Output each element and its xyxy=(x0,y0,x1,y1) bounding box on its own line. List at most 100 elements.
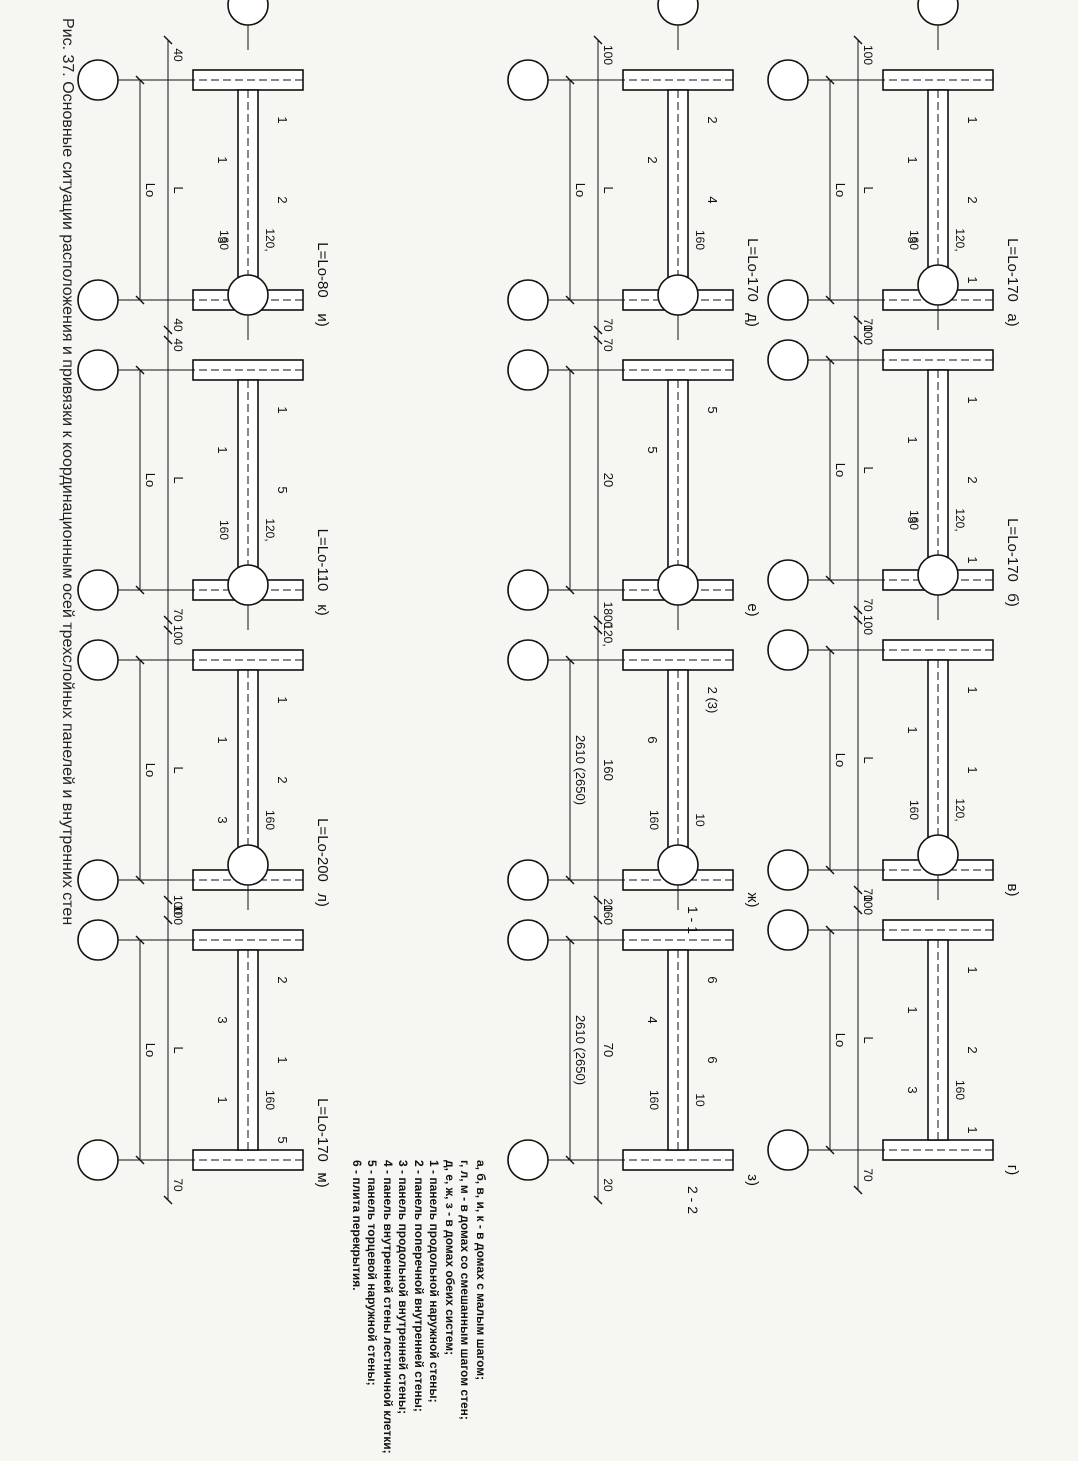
dimension-label: 120, xyxy=(953,228,967,251)
dimension-tick xyxy=(565,75,575,85)
position-mark: 6 xyxy=(705,1056,720,1063)
dimension-tick xyxy=(825,75,835,85)
dimension-tick xyxy=(135,365,145,375)
panel-letter: з) xyxy=(744,1174,761,1186)
dimension-tick xyxy=(135,295,145,305)
dimension-tick xyxy=(825,925,835,935)
panel-letter: б) xyxy=(1004,593,1021,607)
axis-bubble xyxy=(77,569,119,611)
dimension-label: L xyxy=(861,756,876,763)
dimension-label: 100 xyxy=(171,625,185,645)
axis-bubble xyxy=(767,909,809,951)
position-mark: 5 xyxy=(275,486,290,493)
dimension-label: 20 xyxy=(601,1178,615,1192)
dimension-tick xyxy=(135,75,145,85)
axis-bubble xyxy=(917,834,959,876)
dimension-label: Lo xyxy=(143,1043,158,1057)
dimension-tick xyxy=(853,35,863,45)
dimension-tick xyxy=(825,645,835,655)
position-mark: 2 xyxy=(275,776,290,783)
dimension-label: 40 xyxy=(171,338,185,352)
axis-bubble xyxy=(507,279,549,321)
axis-bubble xyxy=(77,639,119,681)
dimension-tick xyxy=(565,935,575,945)
position-mark: 1 xyxy=(275,406,290,413)
dimension-label: 120, xyxy=(601,623,615,646)
axis-bubble xyxy=(77,919,119,961)
dimension-tick xyxy=(853,885,863,895)
dimension-tick xyxy=(163,35,173,45)
position-mark: 1 xyxy=(215,446,230,453)
axis-bubble xyxy=(657,274,699,316)
position-mark: 1 xyxy=(905,436,920,443)
dimension-label: 1800 xyxy=(601,602,615,629)
figure-caption: Рис. 37. Основные ситуации расположения … xyxy=(59,18,76,926)
position-mark: 3 xyxy=(905,516,920,523)
position-mark: 4 xyxy=(645,1016,660,1023)
dimension-label: L xyxy=(171,186,186,193)
panel-letter: м) xyxy=(314,1172,331,1187)
axis-bubble xyxy=(507,59,549,101)
dimension-label: 160 xyxy=(601,759,616,781)
dimension-label: 100 xyxy=(601,45,615,65)
position-mark: 1 xyxy=(965,1126,980,1133)
axis-bubble xyxy=(767,279,809,321)
dimension-tick xyxy=(565,295,575,305)
dimension-tick xyxy=(135,935,145,945)
dimension-tick xyxy=(135,655,145,665)
legend-item: 3 - панель продольной внутренней стены; xyxy=(396,1160,411,1415)
position-mark: 1 xyxy=(275,696,290,703)
dimension-label: 10 xyxy=(693,813,707,827)
dimension-label: 70 xyxy=(861,1168,875,1182)
dimension-tick xyxy=(825,575,835,585)
panel-formula: L=Lo-200 xyxy=(314,818,331,882)
dimension-label: 160 xyxy=(217,520,231,540)
position-mark: 1 xyxy=(275,116,290,123)
position-mark: 1 xyxy=(905,726,920,733)
position-mark: 1 xyxy=(215,736,230,743)
dimension-tick xyxy=(163,325,173,335)
dimension-label: 120, xyxy=(953,798,967,821)
position-mark: 1 xyxy=(965,966,980,973)
dimension-label: 40 xyxy=(171,48,185,62)
position-mark: 1 xyxy=(215,1096,230,1103)
dimension-tick xyxy=(565,365,575,375)
axis-bubble xyxy=(227,844,269,886)
dimension-tick xyxy=(135,1155,145,1165)
position-mark: 1 xyxy=(965,396,980,403)
legend-item: а, б, в, и, к - в домах с малым шагом; xyxy=(474,1160,488,1381)
panel-letter: е) xyxy=(744,603,761,616)
dimension-tick xyxy=(825,1145,835,1155)
dimension-tick xyxy=(593,895,603,905)
panel-formula: L=Lo-170 xyxy=(314,1098,331,1162)
axis-bubble xyxy=(767,1129,809,1171)
legend-item: 2 - панель поперечной внутренней стены; xyxy=(412,1160,426,1412)
axis-bubble xyxy=(767,849,809,891)
legend-item: 1 - панель продольной наружной стены; xyxy=(427,1160,442,1403)
axis-bubble xyxy=(507,639,549,681)
position-mark: 1 xyxy=(965,766,980,773)
panel-formula: L=Lo-170 xyxy=(1004,518,1021,582)
position-mark: 1 xyxy=(275,1056,290,1063)
dimension-label: Lo xyxy=(143,183,158,197)
axis-bubble xyxy=(767,559,809,601)
axis-bubble xyxy=(767,339,809,381)
dimension-tick xyxy=(163,895,173,905)
panel-letter: ж) xyxy=(744,892,761,907)
dimension-label: 70 xyxy=(601,1043,616,1057)
dimension-label: 120, xyxy=(953,508,967,531)
dimension-label: 120, xyxy=(263,228,277,251)
legend-item: г, л, м - в домах со смешанным шагом сте… xyxy=(458,1160,473,1420)
position-mark: 3 xyxy=(215,816,230,823)
legend-item: 5 - панель торцевой наружной стены; xyxy=(365,1160,380,1386)
position-mark: 2 xyxy=(705,116,720,123)
legend: а, б, в, и, к - в домах с малым шагом; г… xyxy=(349,1160,488,1460)
section-label: 2 - 2 xyxy=(685,1186,701,1214)
dimension-label: Lo xyxy=(833,463,848,477)
position-mark: 2 xyxy=(275,976,290,983)
dimension-label: 100 xyxy=(861,895,875,915)
dimension-tick xyxy=(853,1185,863,1195)
